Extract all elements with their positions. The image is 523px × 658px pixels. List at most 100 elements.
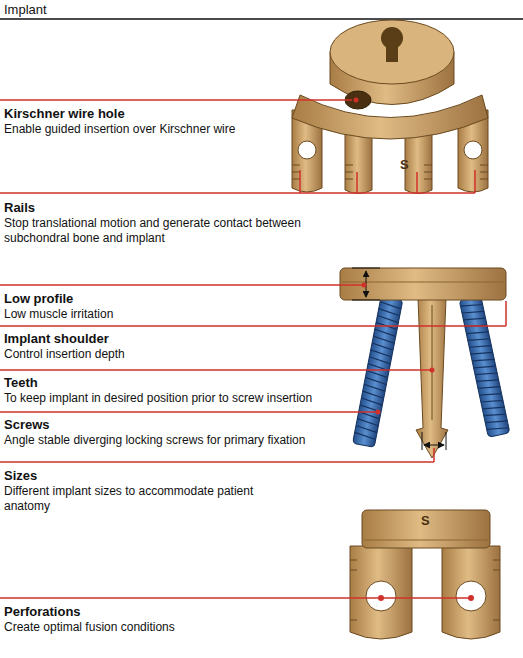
implant-side-view [485,418,507,426]
implant-top-view [330,20,454,84]
leader-lines [0,369,430,371]
implant-side-view [366,371,388,378]
leader-lines [474,170,476,193]
implant-side-view [484,411,506,419]
implant-side-view [355,425,377,432]
callout-heading: Screws [4,417,50,432]
implant-side-view [353,296,403,447]
implant-side-view [468,336,490,344]
implant-top-view [292,172,300,173]
implant-side-view [472,356,494,364]
callout-text: Create optimal fusion conditions [4,620,344,635]
implant-front-view [350,620,357,621]
callout-text: Enable guided insertion over Kirschner w… [4,122,344,137]
implant-side-view [361,398,383,405]
implant-front-view [366,581,396,611]
implant-front-view [350,510,500,639]
implant-side-view [365,377,387,384]
leader-lines [378,595,384,601]
implant-top-view [464,141,482,159]
implant-side-view [460,302,482,310]
callout-heading: Teeth [4,375,38,390]
implant-side-view [479,391,501,399]
implant-side-view [379,302,401,309]
implant-top-view [424,179,432,180]
size-marking: S [421,513,430,528]
implant-side-view [340,268,506,300]
callout-text: Angle stable diverging locking screws fo… [4,433,349,448]
implant-top-view [480,172,488,173]
implant-top-view [298,141,316,159]
dimension-marks [422,432,423,450]
implant-side-view [487,425,509,433]
implant-side-view [471,350,493,358]
leader-lines [356,172,358,193]
leader-lines [0,325,506,327]
implant-top-view [345,172,353,173]
leader-lines [0,99,352,101]
callout-text: Different implant sizes to accommodate p… [4,484,254,514]
implant-side-view [354,432,376,439]
implant-front-view [493,560,500,561]
implant-side-view [474,363,496,371]
implant-front-view [493,570,500,571]
implant-side-view [476,377,498,385]
callout-heading: Kirschner wire hole [4,106,125,121]
leader-lines [0,411,376,413]
implant-top-view [480,179,488,180]
implant-side-view [362,391,384,398]
callout-text: To keep implant in desired position prio… [4,391,349,406]
leader-lines [0,192,475,194]
implant-side-view [353,296,403,447]
implant-side-view [363,384,385,391]
leader-lines [362,283,367,288]
implant-side-view [378,309,400,316]
implant-side-view [481,397,503,405]
leader-lines [354,98,359,103]
implant-front-view [364,540,488,541]
implant-side-view [475,370,497,378]
implant-top-view [345,165,353,166]
implant-top-view [292,165,300,166]
figure-title: Implant [4,2,47,17]
implant-top-view [480,165,488,166]
leader-lines [299,170,301,193]
implant-side-view [462,308,484,316]
implant-side-view [460,302,508,433]
callout-text: Stop translational motion and generate c… [4,216,344,246]
leader-lines [468,595,474,601]
leader-lines [505,301,507,326]
implant-top-view [292,165,488,179]
dimension-marks [352,268,446,450]
implant-top-view [345,179,353,180]
implant-side-view [340,268,510,458]
implant-front-view [350,560,357,561]
implant-side-view [416,298,448,458]
callout-heading: Sizes [4,468,37,483]
implant-side-view [369,357,391,364]
leader-lines [0,597,471,599]
implant-side-view [478,384,500,392]
implant-side-view [371,343,393,350]
implant-front-view [362,510,490,548]
callout-heading: Perforations [4,604,81,619]
implant-side-view [370,350,392,357]
leader-lines [0,461,434,463]
implant-side-view [432,305,433,420]
title-rule [0,18,523,20]
size-marking: S [400,157,409,172]
implant-top-view [292,20,488,194]
implant-side-view [482,404,504,412]
implant-front-view [442,546,500,639]
implant-side-view [459,296,510,438]
implant-front-view [493,620,500,621]
implant-top-view [424,165,432,166]
implant-side-view [373,336,395,343]
implant-top-view [292,179,300,180]
leader-lines [0,98,506,602]
dimension-marks [424,445,444,446]
implant-front-view [350,546,412,639]
implant-top-view [386,44,398,62]
